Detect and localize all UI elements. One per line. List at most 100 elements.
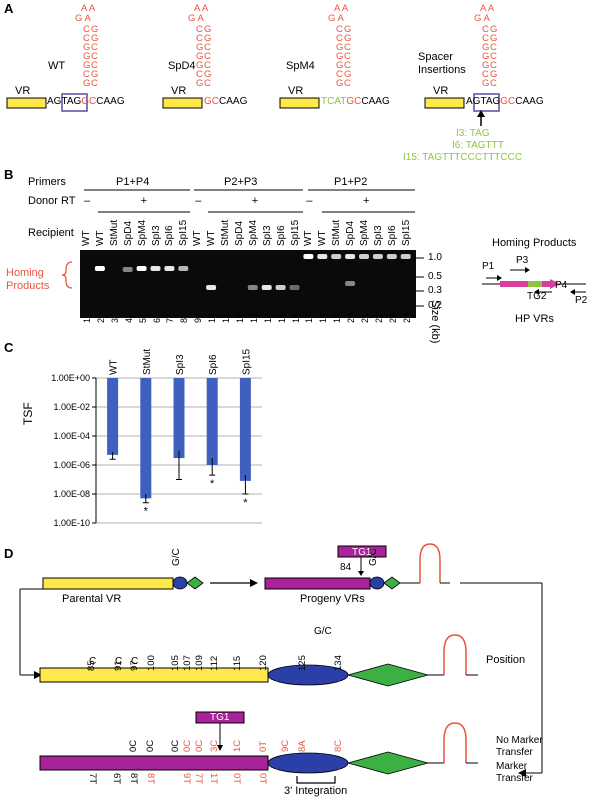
chart-significance-star: * <box>210 478 215 490</box>
panel-d-graphics <box>19 543 543 784</box>
donor-plus-2: + <box>363 195 370 207</box>
chart-bar-StMut <box>140 378 152 499</box>
gel-image <box>80 250 416 318</box>
vr-box-1 <box>6 97 47 109</box>
top-mark-9: 8A <box>297 740 308 752</box>
lane-number-15: 15 <box>276 312 287 323</box>
vr-box-4 <box>424 97 465 109</box>
parental-vr-label: Parental VR <box>62 593 122 605</box>
lane-number-4: 4 <box>123 317 134 323</box>
vr-box-3 <box>279 97 320 109</box>
chart-ytick-label: 1.00E-02 <box>53 402 90 412</box>
top-mark-8: 9C <box>280 739 291 752</box>
vr-label-3: VR <box>288 85 304 97</box>
hairpin-loop-mid-0: G A <box>75 13 91 24</box>
lane-label-3: SpD4 <box>122 220 134 246</box>
size-tick-1: 1.0 <box>428 252 442 263</box>
chart-ytick-label: 1.00E-04 <box>53 431 90 441</box>
panel-b-graphics <box>61 189 586 318</box>
lane-number-9: 9 <box>193 317 204 323</box>
hp-vr-green <box>528 281 542 287</box>
lane-number-8: 8 <box>179 317 190 323</box>
gel-band-6 <box>206 285 217 290</box>
seq-spd4: GCCAAG <box>204 96 248 107</box>
gel-band-2 <box>136 266 147 271</box>
position-120: 120 <box>258 655 269 671</box>
lane-number-23: 23 <box>387 312 398 323</box>
hairpin-loop-mid-1: G A <box>188 13 204 24</box>
donor-plus-0: + <box>140 195 148 207</box>
lane-label-13: SpI3 <box>261 225 273 246</box>
lane-number-24: 24 <box>401 312 412 323</box>
lane-number-22: 22 <box>373 312 384 323</box>
bottom-mark-0: 7T <box>87 773 98 785</box>
lane-number-1: 1 <box>82 317 92 323</box>
top-mark-1: 0C <box>145 739 156 752</box>
bottom-mark-8: 0T <box>257 773 268 785</box>
bottom-mark-6: 1T <box>208 773 219 785</box>
lane-label-8: WT <box>192 230 204 246</box>
chart-ylabel: TSF <box>21 402 35 425</box>
tg1-bottom-label: TG1 <box>210 712 230 723</box>
lane-number-20: 20 <box>346 312 357 323</box>
bottom-mark-4: 9T <box>181 773 192 785</box>
panel-a-graphics <box>6 93 500 126</box>
gc-label-1: G/C <box>171 548 182 566</box>
gc-label-3: G/C <box>314 626 332 637</box>
panel-label-d: D <box>4 546 14 561</box>
position-c-0: C <box>89 656 97 667</box>
hairpin-loop-top-1: A A <box>194 3 209 14</box>
position-label: Position <box>486 654 526 666</box>
chart-category-label: WT <box>109 359 120 375</box>
lane-number-7: 7 <box>165 317 176 323</box>
group-p2p3: P2+P3 <box>224 176 258 188</box>
top-mark-7: 0T <box>258 740 269 752</box>
gel-band-18 <box>400 254 411 259</box>
no-marker-label-2: Transfer <box>496 747 533 758</box>
bottom-mark-1: 6T <box>111 773 122 785</box>
parental-vr-box <box>42 577 174 590</box>
top-mark-3: 0C <box>182 739 193 752</box>
marker-label-1: Marker <box>496 761 528 772</box>
lane-label-23: SpI15 <box>400 219 412 246</box>
primers-label: Primers <box>28 176 66 188</box>
primer-p3: P3 <box>516 255 529 266</box>
gel-band-5 <box>178 266 189 271</box>
lane-number-13: 13 <box>248 312 259 323</box>
lane-number-17: 17 <box>304 312 315 323</box>
panel-label-c: C <box>4 340 14 355</box>
gel-band-4 <box>164 266 175 271</box>
chart-bar-SpI6 <box>206 378 218 465</box>
gel-band-19 <box>345 281 356 286</box>
chart-ytick-label: 1.00E-06 <box>53 460 90 470</box>
lane-number-11: 11 <box>221 313 231 323</box>
lane-number-2: 2 <box>95 317 106 323</box>
primer-p1: P1 <box>482 261 495 272</box>
lane-label-22: SpI6 <box>386 225 398 246</box>
bottom-mark-7: 0T <box>231 773 242 785</box>
lane-label-21: SpI3 <box>372 225 384 246</box>
position-c-2: C <box>131 656 139 667</box>
chart-category-label: SpI15 <box>241 348 252 375</box>
insertion-i6: I6: TAGTTT <box>452 140 504 151</box>
recipient-label: Recipient <box>28 227 74 239</box>
gel-band-11 <box>303 254 314 259</box>
tag-box-2 <box>473 93 500 112</box>
position-100: 100 <box>146 655 157 671</box>
hairpin-loop-top-3: A A <box>480 3 495 14</box>
primer-p4: P4 <box>555 280 568 291</box>
position-109: 109 <box>194 655 205 671</box>
bottom-mark-2: 8T <box>128 773 139 785</box>
lane-label-14: SpI6 <box>275 225 287 246</box>
hp-vr-magenta <box>500 281 550 287</box>
lane-number-3: 3 <box>109 317 120 323</box>
gel-band-1 <box>122 267 133 272</box>
lane-label-11: SpD4 <box>233 220 245 246</box>
vr-label-1: VR <box>15 85 31 97</box>
lane-label-1: WT <box>94 230 106 246</box>
